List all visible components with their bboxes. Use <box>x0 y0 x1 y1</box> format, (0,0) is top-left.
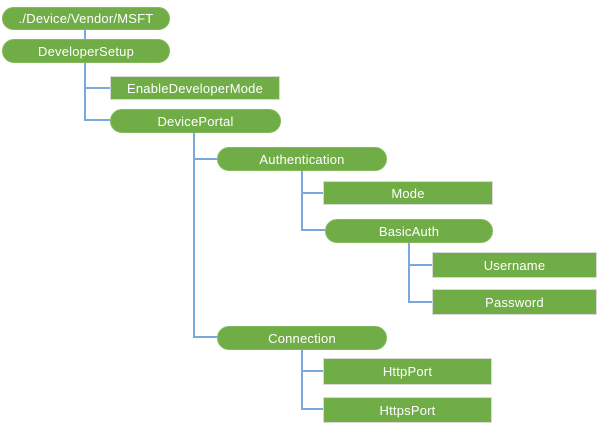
connector-connection-stem <box>301 350 303 410</box>
tree-node-password: Password <box>432 289 597 315</box>
tree-node-httpsport: HttpsPort <box>323 397 492 423</box>
tree-node-authentication: Authentication <box>217 147 387 171</box>
connector-developersetup-stem <box>84 63 86 121</box>
connector-branch-httpsport <box>301 408 323 410</box>
connector-branch-password <box>408 301 432 303</box>
tree-node-connection: Connection <box>217 326 387 350</box>
tree-node-developersetup: DeveloperSetup <box>2 39 170 63</box>
connector-branch-authentication <box>193 158 217 160</box>
connector-deviceportal-stem <box>193 133 195 338</box>
connector-branch-connection <box>193 336 217 338</box>
connector-branch-deviceportal <box>84 119 110 121</box>
tree-node-enabledevelopermode: EnableDeveloperMode <box>110 76 280 100</box>
connector-basicauth-stem <box>408 243 410 303</box>
connector-branch-mode <box>301 192 323 194</box>
tree-node-basicauth: BasicAuth <box>325 219 493 243</box>
connector-root-developersetup <box>84 29 86 39</box>
tree-node-username: Username <box>432 252 597 278</box>
tree-node-httpport: HttpPort <box>323 358 492 385</box>
connector-branch-username <box>408 264 432 266</box>
tree-node-deviceportal: DevicePortal <box>110 109 281 133</box>
tree-node-mode: Mode <box>323 181 493 205</box>
connector-authentication-stem <box>301 171 303 231</box>
connector-branch-httpport <box>301 370 323 372</box>
connector-branch-basicauth <box>301 229 325 231</box>
connector-branch-enabledevelopermode <box>84 87 110 89</box>
tree-node-device-vendor-msft: ./Device/Vendor/MSFT <box>2 7 170 30</box>
